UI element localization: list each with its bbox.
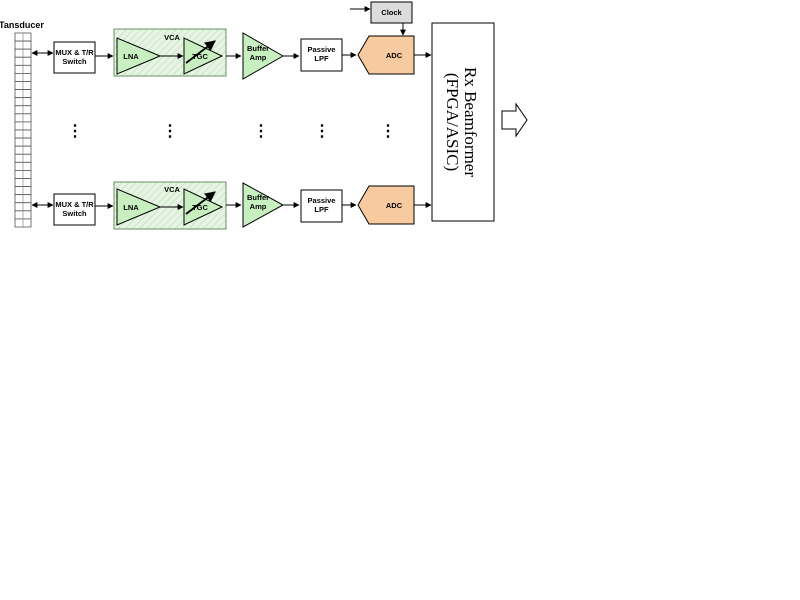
tgc-amplifier <box>183 37 224 75</box>
adc-block <box>357 185 415 225</box>
tgc-variable-gain-arrow <box>185 191 216 215</box>
passive-lpf-box <box>300 38 343 72</box>
ellipsis-lpf: ⋮ <box>314 123 330 140</box>
tgc-amplifier <box>183 188 224 226</box>
buffer-amp <box>242 32 285 80</box>
mux-tr-switch-box <box>53 193 96 226</box>
tgc-label: TGC <box>192 52 208 61</box>
mux-label-line1: MUX & T/R <box>55 48 94 57</box>
clock-label: Clock <box>381 8 402 17</box>
lna-amplifier <box>116 37 162 75</box>
lna-amplifier <box>116 188 162 226</box>
vca-label: VCA <box>164 33 180 42</box>
mux-tr-switch-box <box>53 41 96 74</box>
buffer-label-line2: Amp <box>250 202 267 211</box>
beamformer-label-line1: Rx Beamformer <box>461 67 480 177</box>
buffer-label-line1: Buffer <box>247 193 269 202</box>
ellipsis-buffer: ⋮ <box>253 123 269 140</box>
transducer-array <box>14 32 32 228</box>
buffer-amp <box>242 182 285 228</box>
mux-label-line2: Switch <box>62 209 87 218</box>
ellipsis-adc: ⋮ <box>380 123 396 140</box>
ellipsis-row: ⋮ ⋮ ⋮ ⋮ ⋮ <box>67 123 396 140</box>
adc-label: ADC <box>386 51 403 60</box>
lpf-label-line1: Passive <box>308 45 336 54</box>
beamformer-label-line2: (FPGA/ASIC) <box>443 73 462 171</box>
mux-label-line2: Switch <box>62 57 87 66</box>
ellipsis-vca: ⋮ <box>162 123 178 140</box>
rx-beamformer-text: Rx Beamformer (FPGA/ASIC) <box>443 67 480 177</box>
rx-beamformer-box <box>431 22 495 222</box>
vca-label: VCA <box>164 185 180 194</box>
lna-label: LNA <box>123 203 139 212</box>
output-block-arrow-icon <box>501 102 528 138</box>
lpf-label-line2: LPF <box>314 205 329 214</box>
lpf-label-line1: Passive <box>308 196 336 205</box>
clock-box <box>370 1 413 24</box>
lpf-label-line2: LPF <box>314 54 329 63</box>
transducer-label: Tansducer <box>0 20 44 30</box>
passive-lpf-box <box>300 189 343 223</box>
tgc-variable-gain-arrow <box>185 40 216 64</box>
tgc-label: TGC <box>192 203 208 212</box>
channel-bottom: MUX & T/R Switch VCA LNA TGC Buffer Amp … <box>31 181 432 230</box>
adc-label: ADC <box>386 201 403 210</box>
lna-label: LNA <box>123 52 139 61</box>
ellipsis-mux: ⋮ <box>67 123 83 140</box>
adc-block <box>357 35 415 75</box>
buffer-label-line2: Amp <box>250 53 267 62</box>
mux-label-line1: MUX & T/R <box>55 200 94 209</box>
buffer-label-line1: Buffer <box>247 44 269 53</box>
channel-top: MUX & T/R Switch VCA LNA TGC Buffer Amp … <box>31 28 432 80</box>
